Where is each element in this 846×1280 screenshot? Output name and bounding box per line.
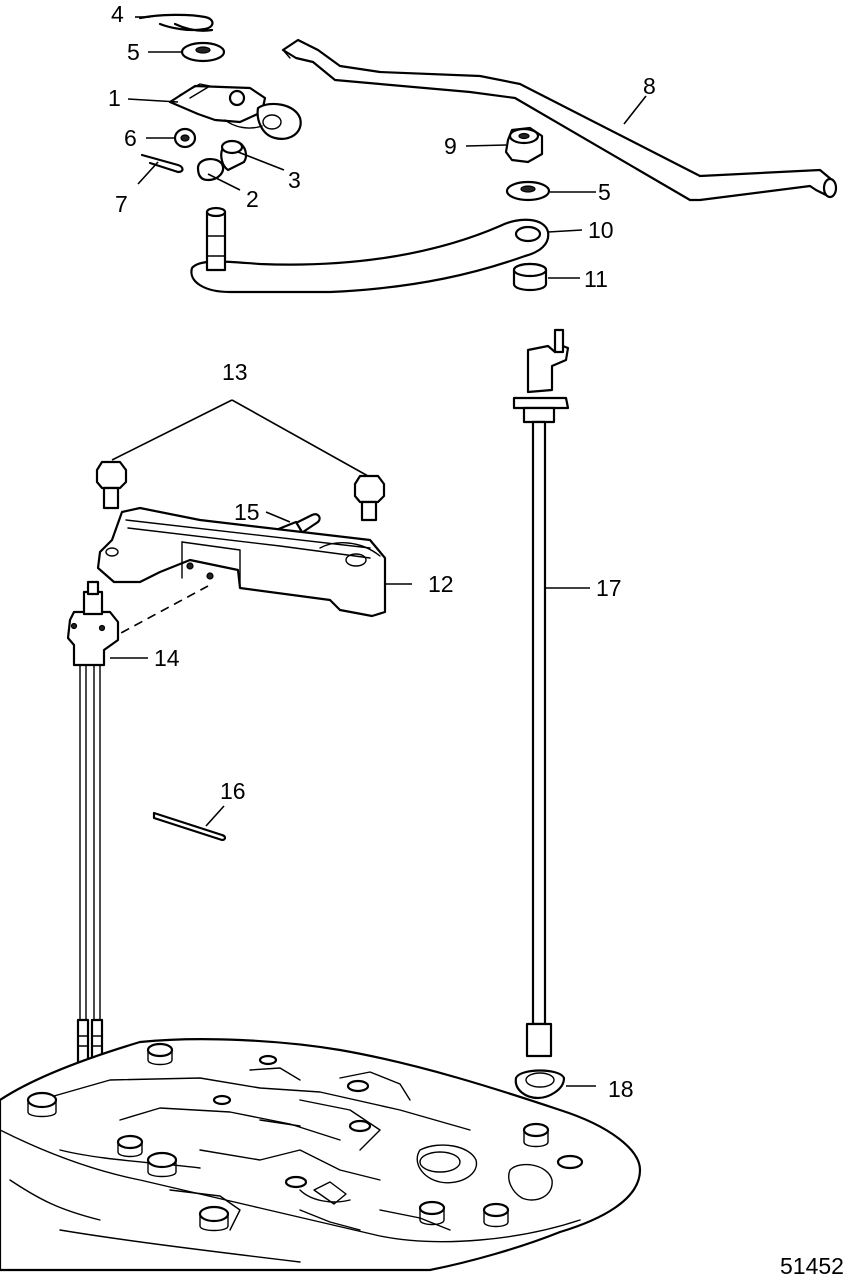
- part-2-ball-stud: [196, 158, 225, 182]
- part-8-throttle-rod: [281, 38, 838, 202]
- part-13-bolt-left: [95, 460, 128, 510]
- figure-number: 51452: [780, 1253, 844, 1279]
- part-13-bolt-right: [353, 474, 386, 522]
- part-11-bushing: [512, 262, 548, 292]
- callout-9: 9: [444, 133, 457, 159]
- callout-10: 10: [588, 217, 614, 243]
- callout-2: 2: [246, 186, 259, 212]
- part-5-washer-right: [505, 180, 551, 202]
- callout-13: 13: [222, 359, 248, 385]
- part-10-arm: [190, 206, 550, 294]
- callout-12: 12: [428, 571, 454, 597]
- part-4-clip: [138, 13, 214, 32]
- adaptor-plate: [0, 1038, 642, 1272]
- callout-16: 16: [220, 778, 246, 804]
- part-9-locknut: [504, 126, 544, 164]
- plate-bosses: [26, 1042, 584, 1232]
- part-16-tie-strap: [152, 811, 227, 842]
- callout-18: 18: [608, 1076, 634, 1102]
- part-6-washer: [173, 127, 197, 149]
- callout-15: 15: [234, 499, 260, 525]
- callout-7: 7: [115, 191, 128, 217]
- callout-11: 11: [584, 266, 608, 292]
- part-1-linkage-lever: [168, 83, 302, 140]
- callout-labels: 4 5 1 6 7 2 3 8 9 5 10 11 13 15 12 14 16…: [108, 1, 656, 1102]
- callout-4: 4: [111, 1, 124, 27]
- callout-8: 8: [643, 73, 656, 99]
- callout-5-right: 5: [598, 179, 611, 205]
- callout-6: 6: [124, 125, 137, 151]
- assembly-line: [107, 585, 209, 641]
- callout-3: 3: [288, 167, 301, 193]
- part-7-cotter-pin: [140, 153, 184, 174]
- part-12-bracket: [96, 506, 387, 618]
- callout-1: 1: [108, 85, 121, 111]
- callout-5-top: 5: [127, 39, 140, 65]
- callout-17: 17: [596, 575, 622, 601]
- part-17-tube: [512, 328, 570, 1058]
- part-14-sensor: [66, 580, 120, 1064]
- leader-lines: [110, 16, 647, 1087]
- part-5-washer-top: [180, 41, 226, 63]
- part-18-grommet: [514, 1069, 566, 1100]
- part-3-bushing: [220, 139, 248, 172]
- callout-14: 14: [154, 645, 180, 671]
